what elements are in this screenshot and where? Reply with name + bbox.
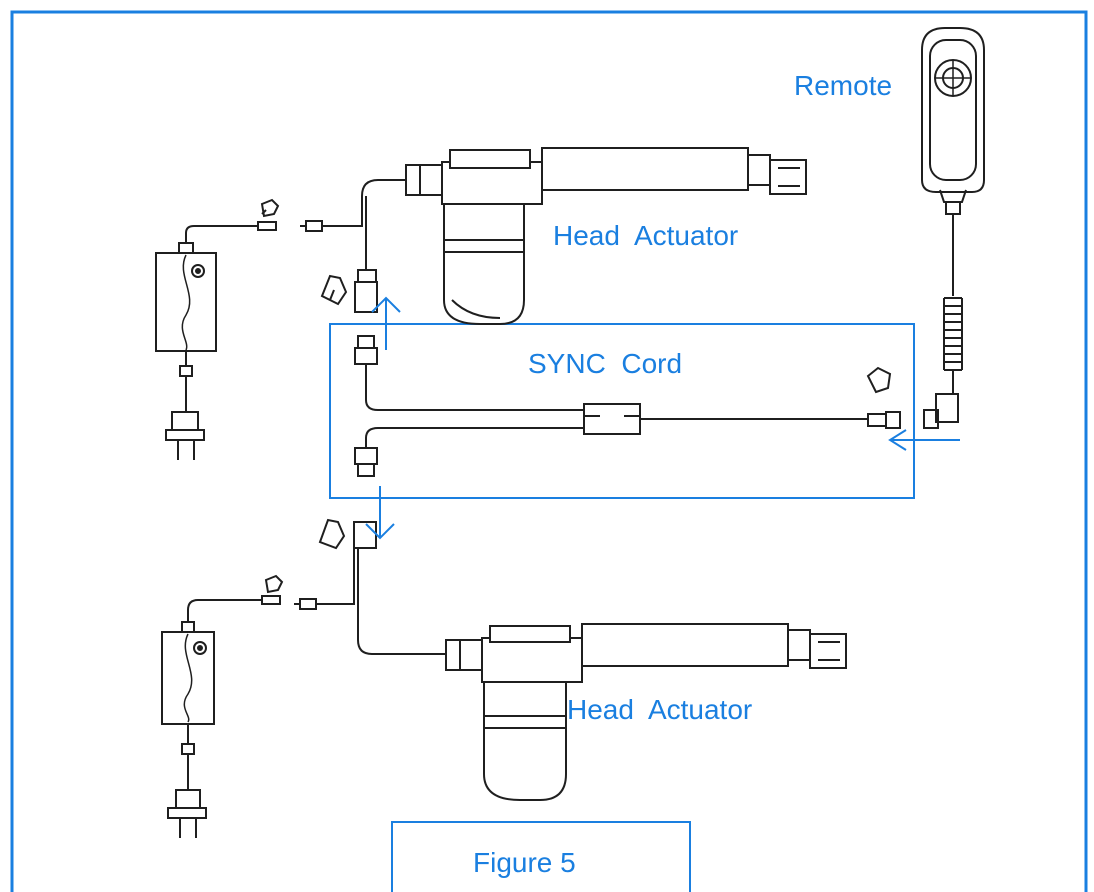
head-actuator-bottom-label: Head Actuator <box>567 694 753 725</box>
connector-top-mid <box>300 196 363 232</box>
sync-cord <box>354 335 901 477</box>
figure-caption: Figure 5 <box>473 847 576 878</box>
page-border <box>10 10 1088 892</box>
head-actuator-top-label: Head Actuator <box>553 220 739 251</box>
connector-icon-bottom-b <box>318 518 346 550</box>
connector-icon-top-b <box>320 274 348 306</box>
remote-handset <box>921 27 985 429</box>
flow-arrows <box>365 296 960 540</box>
arrow-up <box>371 296 401 350</box>
connector-icon-top-a <box>260 198 280 218</box>
figure-caption-box <box>391 821 691 892</box>
arrow-down <box>365 486 395 540</box>
head-actuator-top <box>354 147 807 325</box>
power-supply-top <box>155 221 277 460</box>
arrow-left <box>888 429 960 451</box>
connector-icon-bottom-a <box>264 574 284 594</box>
connector-bottom-mid <box>294 521 377 610</box>
remote-label: Remote <box>794 70 893 101</box>
sync-cord-box <box>329 323 915 499</box>
head-actuator-bottom <box>357 548 847 801</box>
sync-cord-label: SYNC Cord <box>528 348 683 379</box>
power-supply-bottom <box>161 595 281 838</box>
